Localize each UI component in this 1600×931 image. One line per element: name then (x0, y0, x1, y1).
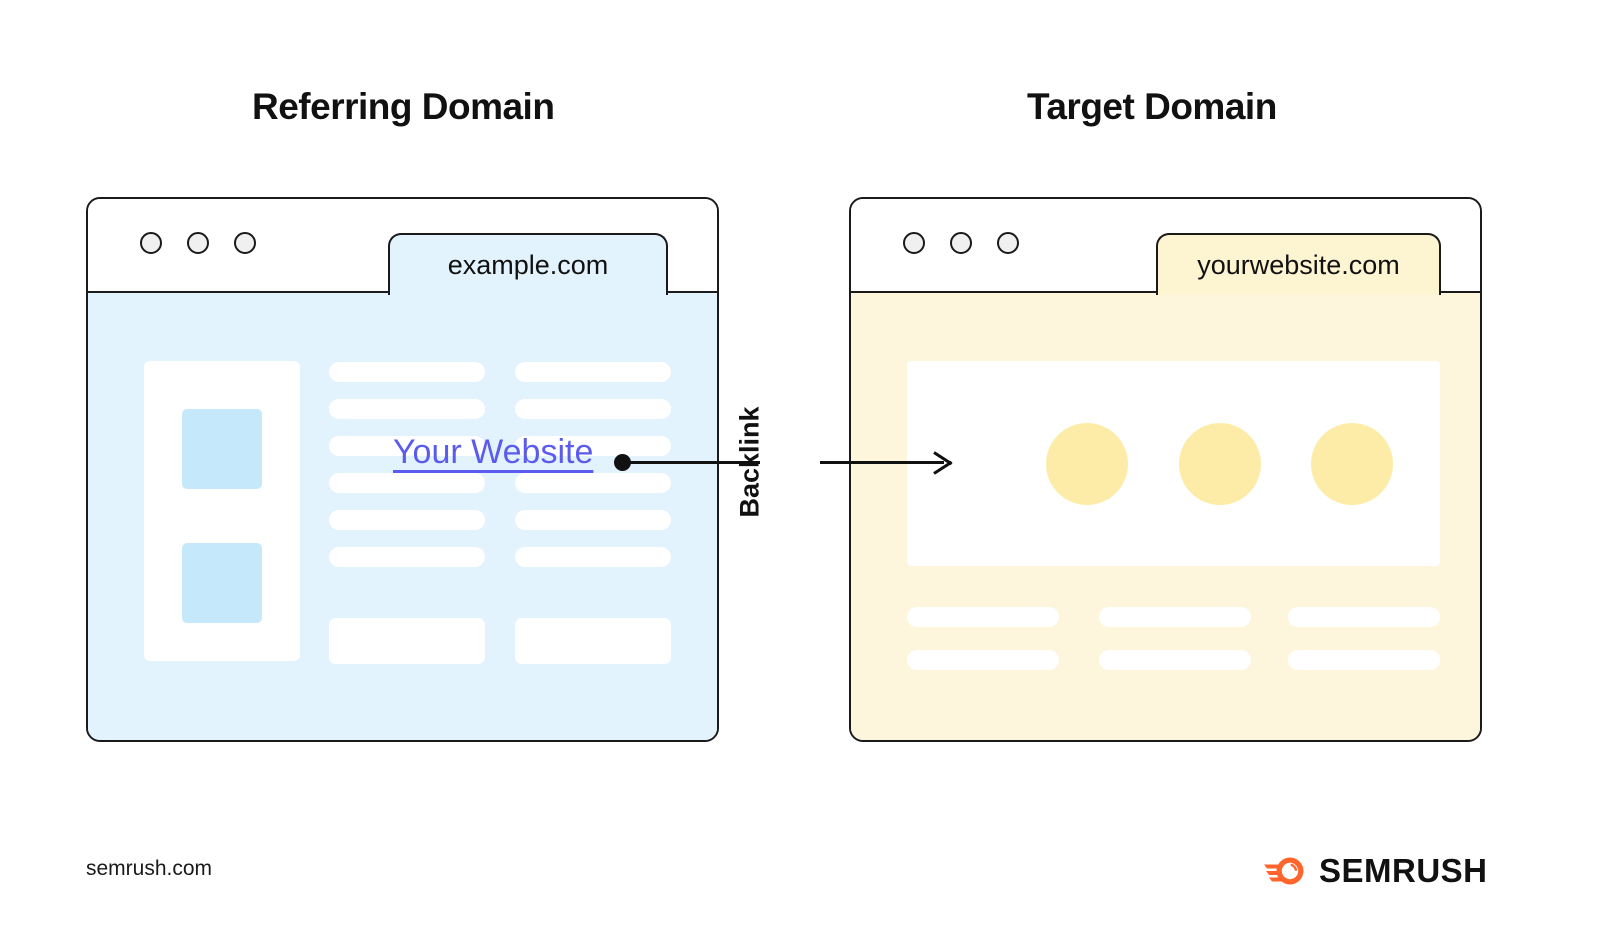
hero-card (907, 361, 1440, 566)
text-bar (515, 362, 671, 382)
sidebar-thumbnail-1 (182, 409, 262, 489)
traffic-light-maximize-icon[interactable] (234, 232, 256, 254)
target-domain-title: Target Domain (1027, 86, 1277, 127)
text-bar (907, 607, 1059, 627)
page-viewport-left: Your Website (88, 293, 717, 740)
window-controls-left (140, 232, 256, 254)
backlink-connector: Backlink (600, 390, 980, 540)
traffic-light-close-icon[interactable] (903, 232, 925, 254)
text-bar (329, 362, 485, 382)
footer-source-url: semrush.com (86, 857, 213, 880)
sidebar-card (144, 361, 300, 661)
text-bar (329, 399, 485, 419)
page-viewport-right (851, 293, 1480, 740)
backlink-label: Backlink (734, 406, 765, 518)
connector-origin-dot-icon (614, 454, 631, 471)
text-bar (515, 473, 671, 493)
text-bar (515, 399, 671, 419)
your-website-link[interactable]: Your Website (393, 433, 594, 471)
referring-domain-browser-window: example.com Your Website (86, 197, 719, 742)
target-domain-browser-window: yourwebsite.com (849, 197, 1482, 742)
content-block (329, 618, 485, 664)
text-bar (329, 473, 485, 493)
semrush-comet-icon (1264, 857, 1304, 885)
semrush-logo: SEMRUSH (1264, 852, 1488, 890)
traffic-light-maximize-icon[interactable] (997, 232, 1019, 254)
text-bar (907, 650, 1059, 670)
text-bar (515, 547, 671, 567)
hero-circle-3 (1311, 423, 1393, 505)
connector-line-segment-1 (628, 461, 760, 464)
hero-circle-1 (1046, 423, 1128, 505)
window-controls-right (903, 232, 1019, 254)
text-bar (1288, 650, 1440, 670)
traffic-light-close-icon[interactable] (140, 232, 162, 254)
traffic-light-minimize-icon[interactable] (950, 232, 972, 254)
hero-circle-2 (1179, 423, 1261, 505)
text-bar (1288, 607, 1440, 627)
text-bar (329, 510, 485, 530)
browser-tab-example[interactable]: example.com (388, 233, 668, 295)
traffic-light-minimize-icon[interactable] (187, 232, 209, 254)
connector-line-segment-2 (820, 461, 944, 464)
text-bar (329, 436, 485, 456)
text-bar (515, 436, 671, 456)
browser-tab-yourwebsite[interactable]: yourwebsite.com (1156, 233, 1441, 295)
text-bar (1099, 607, 1251, 627)
content-block (515, 618, 671, 664)
text-bar (1099, 650, 1251, 670)
referring-domain-title: Referring Domain (252, 86, 555, 127)
text-bar (515, 510, 671, 530)
semrush-wordmark: SEMRUSH (1319, 852, 1488, 889)
text-bar (329, 547, 485, 567)
sidebar-thumbnail-2 (182, 543, 262, 623)
arrow-head-icon (934, 450, 952, 475)
